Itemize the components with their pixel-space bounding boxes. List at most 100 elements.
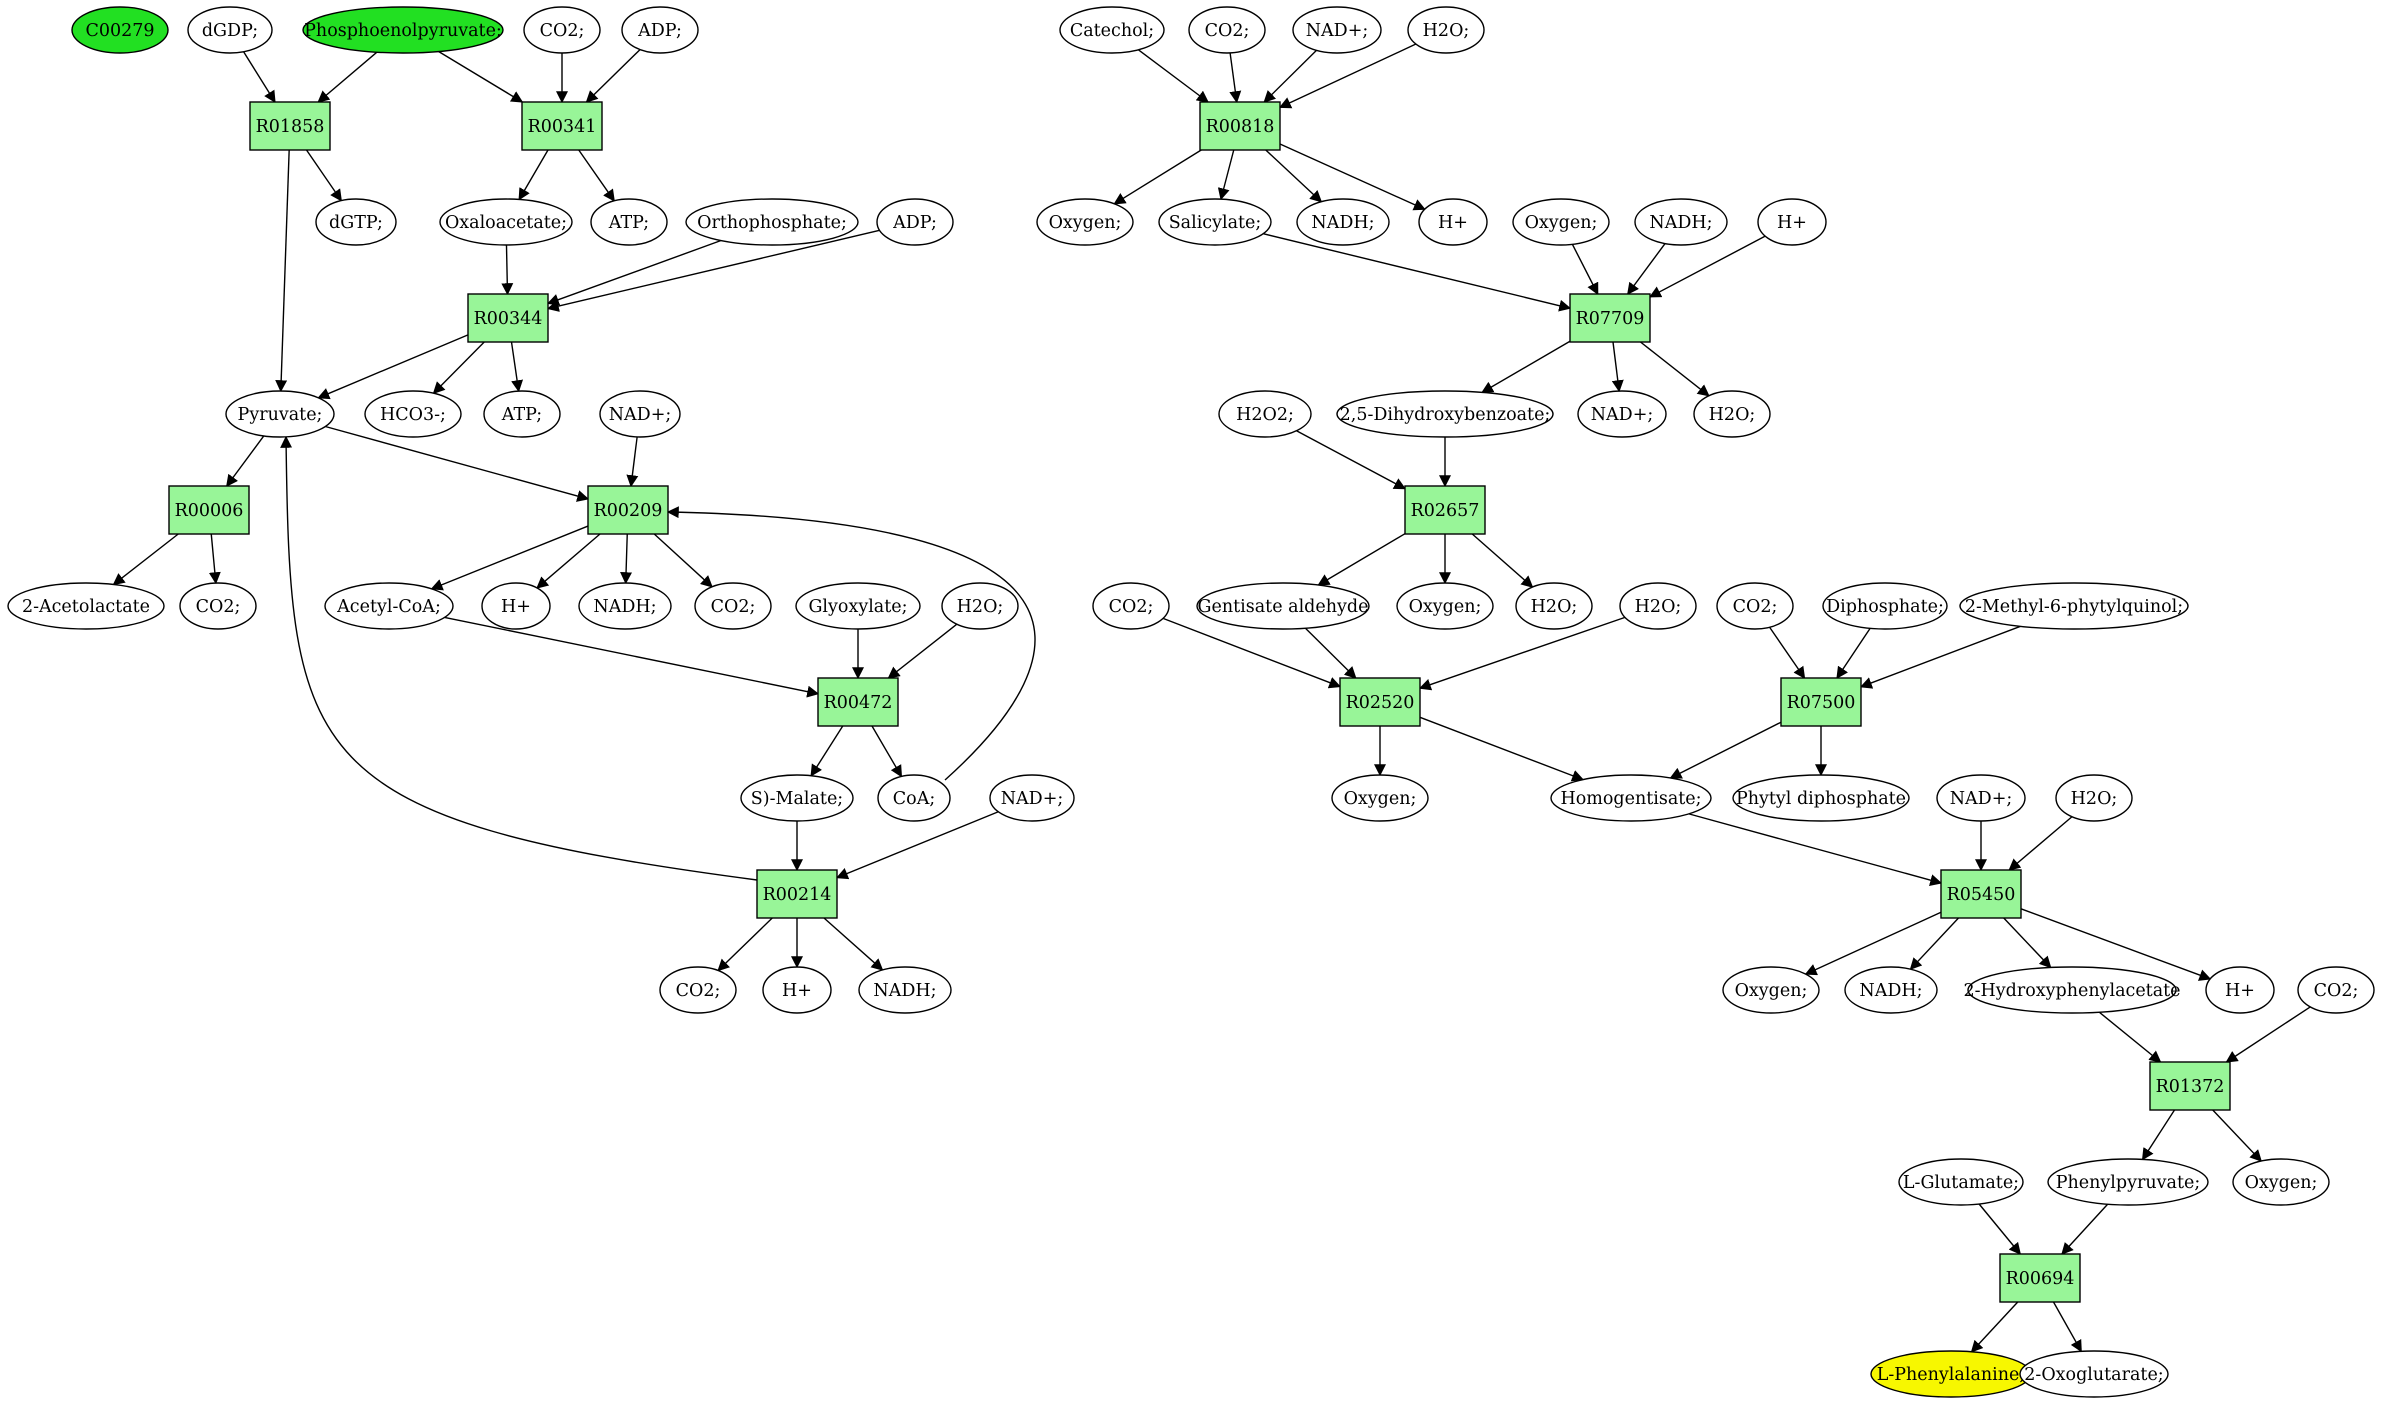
reaction-node-r00209[interactable]: R00209 [587, 485, 669, 535]
metabolite-node-oxygen-a[interactable]: Oxygen; [1036, 198, 1134, 246]
metabolite-label: CO2; [1109, 597, 1154, 617]
metabolite-ellipse [1188, 6, 1266, 54]
reaction-node-r00472[interactable]: R00472 [817, 677, 899, 727]
metabolite-node-h2o-a[interactable]: H2O; [941, 582, 1019, 630]
metabolite-node-smalate[interactable]: S)-Malate; [740, 774, 854, 822]
metabolite-node-h2o-e[interactable]: H2O; [1619, 582, 1697, 630]
metabolite-node-co2-g[interactable]: CO2; [1716, 582, 1794, 630]
metabolite-node-coa[interactable]: CoA; [877, 774, 951, 822]
metabolite-node-nadp-e[interactable]: NAD+; [1936, 774, 2026, 822]
metabolite-node-acetylcoa[interactable]: Acetyl-CoA; [324, 582, 454, 630]
reaction-node-r01372[interactable]: R01372 [2149, 1061, 2231, 1111]
metabolite-node-adp-b[interactable]: ADP; [876, 198, 954, 246]
metabolite-node-oxygen-f[interactable]: Oxygen; [2232, 1158, 2330, 1206]
edge-adp_a-to-R00341 [585, 49, 641, 103]
metabolite-node-phytyl-dp[interactable]: Phytyl diphosphate [1732, 774, 1910, 822]
metabolite-label: H+ [782, 981, 812, 1001]
edge-acetylcoa-to-R00472 [444, 616, 820, 698]
reaction-node-r07709[interactable]: R07709 [1569, 293, 1651, 343]
metabolite-node-mpq[interactable]: 2-Methyl-6-phytylquinol; [1959, 582, 2189, 630]
metabolite-node-pep[interactable]: Phosphoenolpyruvate; [302, 6, 504, 54]
metabolite-node-co2-f[interactable]: CO2; [1092, 582, 1170, 630]
metabolite-label: 2-Hydroxyphenylacetate [1963, 981, 2180, 1001]
metabolite-label: H+ [501, 597, 531, 617]
reaction-node-r02520[interactable]: R02520 [1339, 677, 1421, 727]
metabolite-node-nadp-a[interactable]: NAD+; [599, 390, 681, 438]
metabolite-node-nadp-d[interactable]: NAD+; [1577, 390, 1667, 438]
metabolite-node-dgtp[interactable]: dGTP; [315, 198, 397, 246]
edge-nadh_d-to-R07709 [1627, 243, 1666, 295]
reaction-node-r00006[interactable]: R00006 [168, 485, 250, 535]
edge-R07500-to-homogentisate [1669, 721, 1782, 779]
reaction-box [1999, 1253, 2081, 1303]
metabolite-node-atp-b[interactable]: ATP; [483, 390, 561, 438]
reaction-node-r00694[interactable]: R00694 [1999, 1253, 2081, 1303]
metabolite-node-h-e[interactable]: H+ [2205, 966, 2275, 1014]
metabolite-node-diphosphate[interactable]: Diphosphate; [1822, 582, 1948, 630]
metabolite-node-orthophosphate[interactable]: Orthophosphate; [685, 198, 859, 246]
metabolite-node-oxygen-c[interactable]: Oxygen; [1396, 582, 1494, 630]
metabolite-node-h2o-c[interactable]: H2O; [1693, 390, 1771, 438]
metabolite-node-hpa[interactable]: 2-Hydroxyphenylacetate [1963, 966, 2181, 1014]
metabolite-node-nadh-a[interactable]: NADH; [578, 582, 672, 630]
metabolite-node-nadp-c[interactable]: NAD+; [1292, 6, 1382, 54]
metabolite-node-hco3[interactable]: HCO3-; [364, 390, 462, 438]
metabolite-node-lglutamate[interactable]: L-Glutamate; [1898, 1158, 2024, 1206]
reaction-node-r00344[interactable]: R00344 [467, 293, 549, 343]
metabolite-node-co2-b[interactable]: CO2; [179, 582, 257, 630]
metabolite-node-co2-d[interactable]: CO2; [659, 966, 737, 1014]
metabolite-node-pyruvate[interactable]: Pyruvate; [225, 390, 335, 438]
metabolite-node-dhb[interactable]: 2,5-Dihydroxybenzoate; [1336, 390, 1554, 438]
metabolite-node-co2-e[interactable]: CO2; [1188, 6, 1266, 54]
edge-pyruvate-to-R00006 [226, 435, 265, 487]
metabolite-node-h-a[interactable]: H+ [481, 582, 551, 630]
edge-R00694-to-lphe [1970, 1301, 2019, 1353]
metabolite-node-oxaloacetate[interactable]: Oxaloacetate; [439, 198, 573, 246]
metabolite-node-h2o-f[interactable]: H2O; [2055, 774, 2133, 822]
metabolite-node-co2-h[interactable]: CO2; [2297, 966, 2375, 1014]
metabolite-node-co2-a[interactable]: CO2; [523, 6, 601, 54]
reaction-node-r00818[interactable]: R00818 [1199, 101, 1281, 151]
metabolite-node-nadh-e[interactable]: NADH; [1844, 966, 1938, 1014]
metabolite-node-oxoglutarate[interactable]: 2-Oxoglutarate; [2019, 1350, 2169, 1398]
metabolite-label: Oxygen; [1735, 981, 1808, 1001]
metabolite-node-catechol[interactable]: Catechol; [1059, 6, 1165, 54]
metabolite-label: Diphosphate; [1826, 597, 1944, 617]
metabolite-node-nadp-b[interactable]: NAD+; [989, 774, 1075, 822]
metabolite-node-c00279[interactable]: C00279 [71, 6, 169, 54]
metabolite-node-gentisate-aldehyde[interactable]: Gentisate aldehyde [1196, 582, 1370, 630]
metabolite-node-salicylate[interactable]: Salicylate; [1158, 198, 1272, 246]
reaction-node-r05450[interactable]: R05450 [1940, 869, 2022, 919]
metabolite-node-h2o-d[interactable]: H2O; [1515, 582, 1593, 630]
metabolite-node-nadh-c[interactable]: NADH; [1296, 198, 1390, 246]
metabolite-node-oxygen-b[interactable]: Oxygen; [1512, 198, 1610, 246]
edge-R00344-to-pyruvate [317, 334, 469, 400]
metabolite-label: 2-Acetolactate [22, 597, 150, 617]
metabolite-node-h-d[interactable]: H+ [1757, 198, 1827, 246]
metabolite-node-lphe[interactable]: L-Phenylalanine; [1870, 1350, 2032, 1398]
metabolite-node-h-c[interactable]: H+ [1418, 198, 1488, 246]
metabolite-node-h-b[interactable]: H+ [762, 966, 832, 1014]
metabolite-node-homogentisate[interactable]: Homogentisate; [1550, 774, 1712, 822]
metabolite-node-h2o2[interactable]: H2O2; [1218, 390, 1312, 438]
metabolite-node-h2o-b[interactable]: H2O; [1407, 6, 1485, 54]
metabolite-node-phenylpyruvate[interactable]: Phenylpyruvate; [2047, 1158, 2209, 1206]
metabolite-node-co2-c[interactable]: CO2; [694, 582, 772, 630]
metabolite-ellipse [2205, 966, 2275, 1014]
metabolite-node-oxygen-d[interactable]: Oxygen; [1331, 774, 1429, 822]
metabolite-node-dgdp[interactable]: dGDP; [187, 6, 273, 54]
metabolite-label: H2O2; [1236, 405, 1294, 425]
edge-h2o_a-to-R00472 [887, 623, 958, 679]
reaction-node-r01858[interactable]: R01858 [249, 101, 331, 151]
metabolite-node-glyoxylate[interactable]: Glyoxylate; [795, 582, 921, 630]
reaction-node-r07500[interactable]: R07500 [1780, 677, 1862, 727]
metabolite-node-nadh-b[interactable]: NADH; [858, 966, 952, 1014]
metabolite-node-oxygen-e[interactable]: Oxygen; [1722, 966, 1820, 1014]
metabolite-node-atp-a[interactable]: ATP; [590, 198, 668, 246]
metabolite-node-nadh-d[interactable]: NADH; [1634, 198, 1728, 246]
reaction-node-r02657[interactable]: R02657 [1404, 485, 1486, 535]
metabolite-node-acetolactate[interactable]: 2-Acetolactate [7, 582, 165, 630]
reaction-node-r00214[interactable]: R00214 [756, 869, 838, 919]
reaction-node-r00341[interactable]: R00341 [521, 101, 603, 151]
metabolite-node-adp-a[interactable]: ADP; [621, 6, 699, 54]
